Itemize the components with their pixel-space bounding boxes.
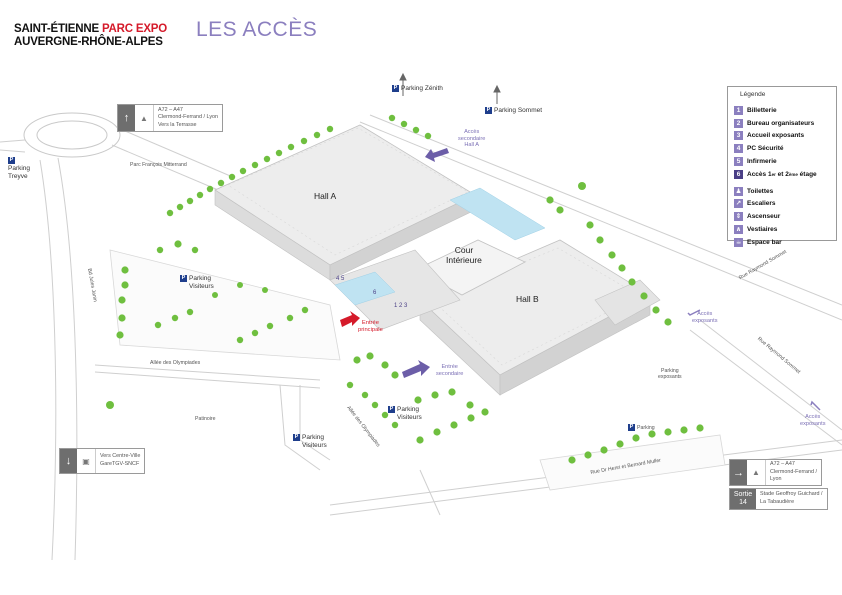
train-icon: ▣ [77,449,96,473]
page-title: LES ACCÈS [196,18,318,41]
stairs-icon: ↗ [734,199,743,209]
map-marker-6: 6 [373,290,377,296]
legend-row-ascenseur: ⇕Ascenseur [734,212,781,222]
arrow-up-icon: ↑ [118,105,135,131]
legend-row-toilettes: ♟Toilettes [734,186,774,196]
brand-parc-expo: PARC EXPO [101,23,168,35]
motorway-icon: ▲ [747,460,766,485]
acces-hall-a-arrow [425,148,449,162]
coffee-icon: ☕ [734,237,743,247]
map-marker-1-2-3: 1 2 3 [394,303,408,309]
patinoire-label: Patinoire [195,416,216,422]
route-a72-top: ↑ ▲ A72 – A47 Clermond-Ferrand / Lyon Ve… [117,104,224,132]
legend-row-espace-bar: ☕Espace bar [734,237,782,247]
legend-row-escaliers: ↗Escaliers [734,199,776,209]
roundabout [23,112,121,158]
parc-mitterrand-label: Parc François Mitterrand [130,162,187,168]
motorway-icon: ▲ [135,105,154,131]
hall-a-building [214,124,476,281]
acces-exposants-arrow [687,309,701,316]
parking-icon: P [392,85,399,92]
entree-principale-arrow [340,311,360,327]
parking-icon: P [293,434,300,441]
parking-icon: P [388,406,395,413]
elevator-icon: ⇕ [734,212,743,222]
hall-a-label: Hall A [314,191,337,201]
central-hall-building [329,249,461,331]
toilets-icon: ♟ [734,186,743,196]
map-marker-4-5: 4 5 [336,276,345,282]
route-a72-right: → ▲ A72 – A47 Clermond-Ferrand / Lyon [729,459,823,486]
entree-secondaire-arrow [402,360,430,378]
acces-exposants-arrow-2 [810,400,821,411]
arrow-right-icon: → [730,460,747,485]
parking-icon: P [485,107,492,114]
cloakroom-icon: ∧ [734,225,743,235]
road-direction-arrows [399,72,501,104]
arrow-down-icon: ↓ [60,449,77,473]
legend-title: Légende [740,91,766,98]
parking-icon: P [8,157,15,164]
allee-olympiades-label: Allée des Olympiades [150,360,201,366]
parking-visiteurs-lot [109,249,341,361]
glass-corridors [334,187,546,306]
parking-icon: P [180,275,187,282]
parking-icon: P [628,424,635,431]
annex-building [594,279,661,326]
parking-lot-bottom-right [539,434,726,491]
trees [106,114,704,464]
brand-line-2: AUVERGNE-RHÔNE-ALPES [14,36,163,48]
legend-row-vestiaires: ∧Vestiaires [734,225,778,235]
hall-b-label: Hall B [516,294,539,304]
route-centre-ville: ↓ ▣ Vers Centre-Ville GareTGV-SNCF [59,448,146,474]
